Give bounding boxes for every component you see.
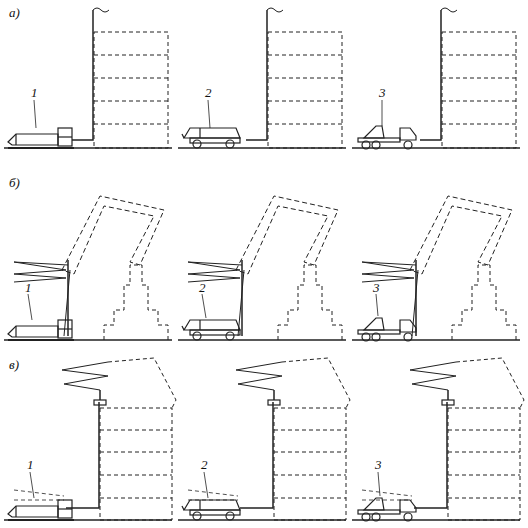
callout-number: 3 [372, 281, 381, 294]
callout-number: 2 [198, 281, 207, 294]
callout-number: 2 [204, 86, 213, 99]
row-letter: б) [8, 176, 21, 189]
callout-number: 1 [26, 458, 35, 471]
row-letter: в) [8, 358, 20, 371]
callout-number: 3 [374, 458, 383, 471]
callout-number: 3 [378, 86, 387, 99]
callout-number: 1 [30, 86, 39, 99]
callout-number: 2 [200, 458, 209, 471]
row-letter: а) [8, 6, 21, 19]
callout-number: 1 [24, 281, 33, 294]
